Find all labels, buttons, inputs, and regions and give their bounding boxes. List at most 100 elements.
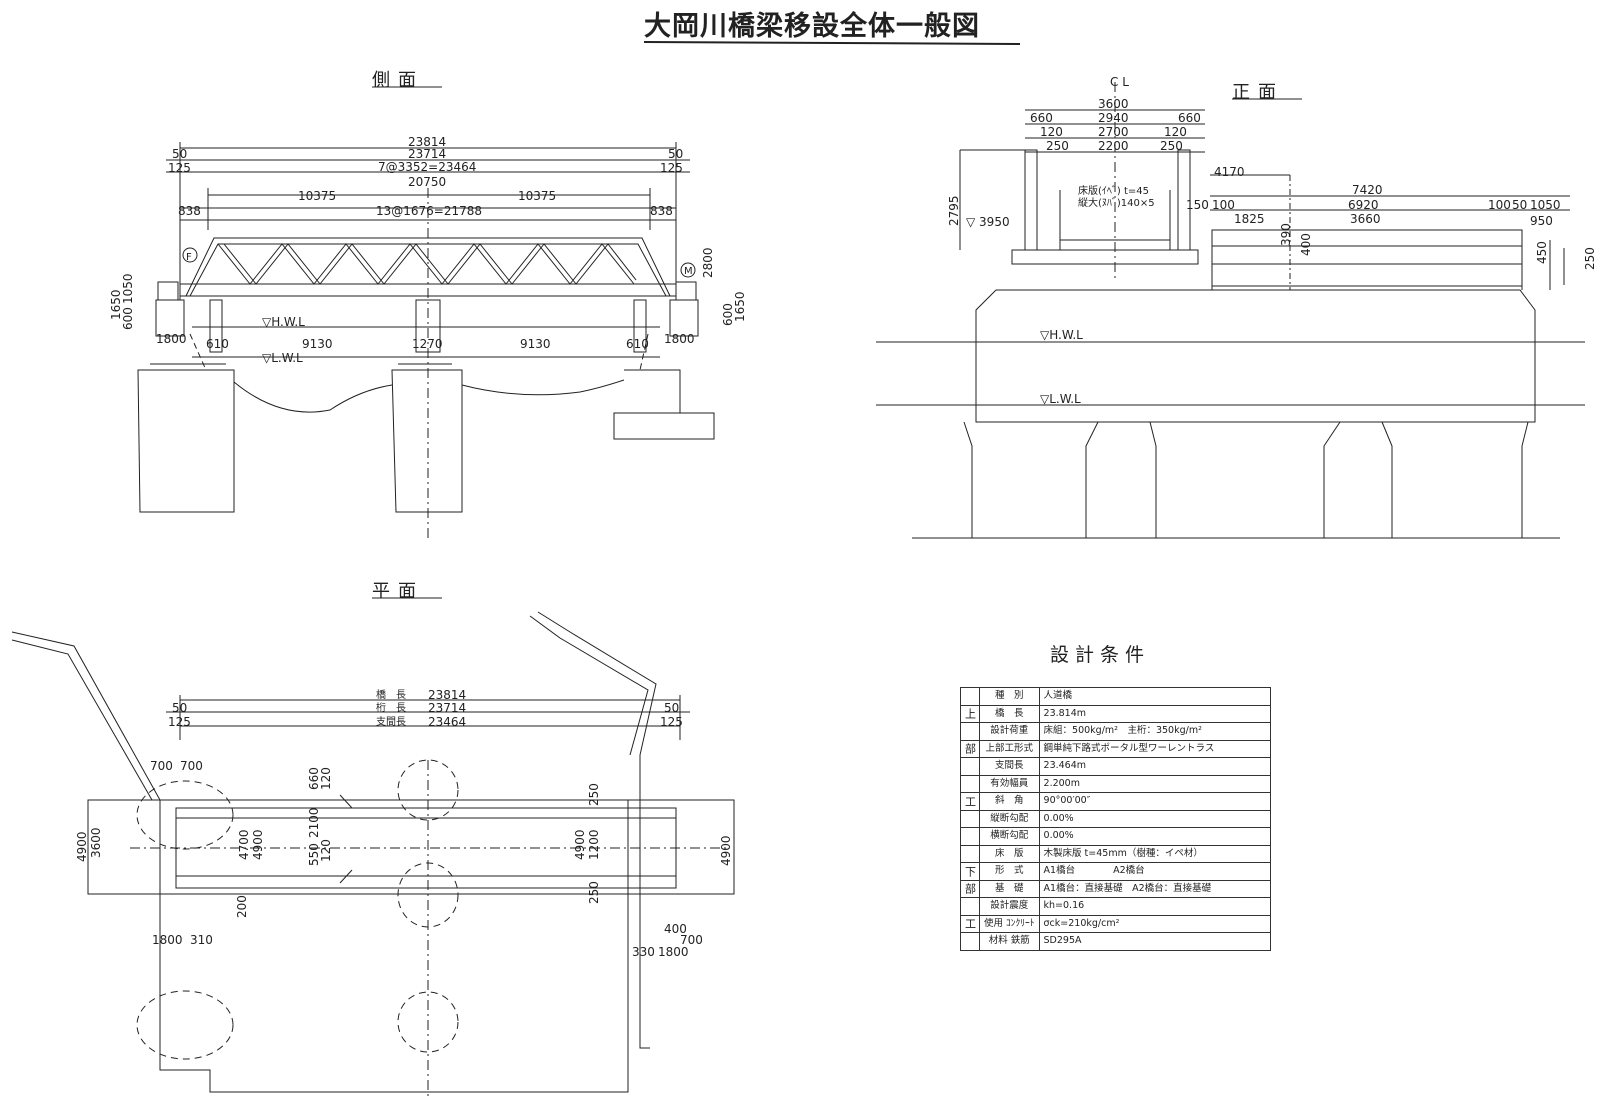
dim: 2795 bbox=[947, 195, 961, 226]
front-view-label: 正面 bbox=[1232, 82, 1284, 103]
water-level: ▽H.W.L bbox=[1040, 328, 1083, 342]
dim: 1800 bbox=[664, 332, 695, 346]
dim: 9130 bbox=[520, 337, 551, 351]
plan-view-dimensions: 橋 長 23814 桁 長 23714 支間長 23464 50 50 125 … bbox=[75, 688, 733, 959]
dim: 600 bbox=[721, 303, 735, 326]
dim: 200 bbox=[235, 895, 249, 918]
dim: 120 bbox=[1164, 125, 1187, 139]
dim: 4900 bbox=[573, 829, 587, 860]
dim: 125 bbox=[168, 715, 191, 729]
dim: 1650 bbox=[109, 289, 123, 320]
dim: 50 bbox=[668, 147, 683, 161]
dim: 250 bbox=[587, 783, 601, 806]
side-view bbox=[137, 142, 715, 540]
dim: 20750 bbox=[408, 175, 446, 189]
water-level: ▽L.W.L bbox=[1040, 392, 1081, 406]
dim: 4900 bbox=[719, 835, 733, 866]
title-underline bbox=[643, 41, 1021, 45]
dim: 2200 bbox=[1098, 139, 1129, 153]
dim: 1200 bbox=[587, 829, 601, 860]
dim: 9130 bbox=[302, 337, 333, 351]
dim: 50 bbox=[664, 701, 679, 715]
dim: ▽ 3950 bbox=[966, 215, 1010, 229]
dim: 4700 bbox=[237, 829, 251, 860]
design-conditions-title: 設計条件 bbox=[1050, 644, 1151, 666]
dim: 3600 bbox=[89, 827, 103, 858]
dim: 250 bbox=[587, 881, 601, 904]
dim: 23714 bbox=[408, 147, 446, 161]
dim: 6920 bbox=[1348, 198, 1379, 212]
dim: 250 bbox=[1046, 139, 1069, 153]
water-level: ▽L.W.L bbox=[262, 351, 303, 365]
dim: 250 bbox=[1160, 139, 1183, 153]
dim: 1270 bbox=[412, 337, 443, 351]
dim: 23464 bbox=[428, 715, 466, 729]
dim: 50 bbox=[172, 147, 187, 161]
dim: 330 bbox=[632, 945, 655, 959]
dim: 610 bbox=[206, 337, 229, 351]
dim: 600 bbox=[121, 307, 135, 330]
dim: 1825 bbox=[1234, 212, 1265, 226]
dim: 50 bbox=[1512, 198, 1527, 212]
plan-view-label: 平面 bbox=[372, 581, 424, 602]
dim: 3660 bbox=[1350, 212, 1381, 226]
dim: 838 bbox=[178, 204, 201, 218]
dim: 1650 bbox=[733, 291, 747, 322]
floor-note: 縦大(ﾇﾊﾞ)140×5 bbox=[1078, 196, 1155, 209]
side-view-label: 側面 bbox=[372, 70, 424, 91]
dim: 660 bbox=[1030, 111, 1053, 125]
condition-row: 部上部工形式鋼単純下路式ポータル型ワーレントラス bbox=[960, 739, 1271, 758]
dim: 660 bbox=[1178, 111, 1201, 125]
dim: 1050 bbox=[121, 273, 135, 304]
front-view-dimensions: C L 3600 660 2940 660 120 2700 120 250 2… bbox=[947, 75, 1597, 406]
dim-label: 橋 長 bbox=[376, 688, 406, 701]
dim: 838 bbox=[650, 204, 673, 218]
dim: 7@3352=23464 bbox=[378, 160, 476, 174]
centerline-mark: C L bbox=[1110, 75, 1129, 89]
dim: 390 bbox=[1279, 223, 1293, 246]
side-view-dimensions: 23814 23714 7@3352=23464 50 50 125 125 2… bbox=[109, 135, 747, 365]
condition-value: SD295A bbox=[1038, 932, 1271, 951]
dim: 700 bbox=[680, 933, 703, 947]
dim: 2700 bbox=[1098, 125, 1129, 139]
dim: 450 bbox=[1535, 241, 1549, 264]
dim-label: 桁 長 bbox=[376, 701, 406, 714]
dim: 23714 bbox=[428, 701, 466, 715]
dim: 10375 bbox=[518, 189, 556, 203]
dim: 100 bbox=[1488, 198, 1511, 212]
drawing-title: 大岡川橋梁移設全体一般図 bbox=[644, 11, 980, 42]
dim: 150 bbox=[1186, 198, 1209, 212]
dim: 2800 bbox=[701, 247, 715, 278]
front-view bbox=[876, 82, 1585, 539]
dim: 1800 bbox=[658, 945, 689, 959]
condition-group bbox=[960, 932, 980, 951]
dim: 120 bbox=[319, 767, 333, 790]
dim: 10375 bbox=[298, 189, 336, 203]
dim: 13@1676=21788 bbox=[376, 204, 482, 218]
fixed-mark: F bbox=[186, 252, 192, 263]
dim-label: 支間長 bbox=[376, 716, 406, 728]
dim: 4170 bbox=[1214, 165, 1245, 179]
dim: 125 bbox=[660, 715, 683, 729]
dim: 700 bbox=[180, 759, 203, 773]
dim: 550 bbox=[307, 843, 321, 866]
dim: 125 bbox=[168, 161, 191, 175]
dim: 2100 bbox=[307, 807, 321, 838]
dim: 4900 bbox=[75, 831, 89, 862]
dim: 7420 bbox=[1352, 183, 1383, 197]
dim: 125 bbox=[660, 161, 683, 175]
plan-view bbox=[11, 611, 735, 1100]
dim: 4900 bbox=[251, 829, 265, 860]
dim: 1800 bbox=[156, 332, 187, 346]
floor-note: 床版(ｲﾍﾞ) t=45 bbox=[1078, 184, 1149, 197]
dim: 23814 bbox=[408, 135, 446, 149]
dim: 660 bbox=[307, 767, 321, 790]
dim: 50 bbox=[172, 701, 187, 715]
